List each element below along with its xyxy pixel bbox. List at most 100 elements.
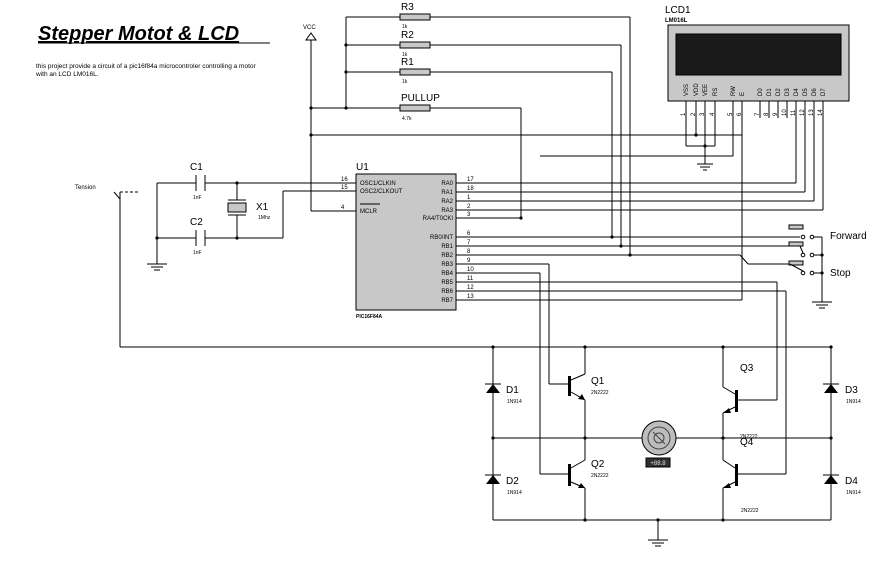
d1-ref: D1 — [506, 385, 519, 396]
mcu-pin-number: 8 — [467, 249, 471, 255]
junction-dot — [829, 436, 833, 440]
junction-dot — [583, 345, 587, 349]
mcu-pin-name: RB5 — [441, 280, 453, 286]
lcd-pin-number: 9 — [773, 112, 779, 116]
lcd-pin-label: D6 — [812, 88, 818, 96]
q2-collector-lead — [570, 459, 586, 469]
junction-dot — [235, 181, 239, 185]
q3-base-bar — [735, 390, 738, 412]
motor-readout-box — [645, 457, 671, 468]
tension-arrow — [113, 191, 121, 200]
transistor-q3: Q3 2N2222 — [722, 363, 758, 440]
backward-button[interactable] — [788, 241, 822, 258]
d1-part: 1N914 — [507, 399, 522, 405]
mcu-pin-number: 11 — [467, 276, 474, 282]
c2-value: 1nF — [193, 250, 202, 256]
transistor-q1: Q1 2N2222 — [566, 373, 609, 401]
c1-value: 1nF — [193, 195, 202, 201]
junction-dot — [820, 271, 824, 275]
lcd-pin-number: 6 — [737, 112, 743, 116]
schematic-title: Stepper Motot & LCD — [38, 23, 239, 45]
backward-contact — [800, 252, 806, 258]
junction-dot — [656, 518, 660, 522]
description-box: this project provide a circuit of a pic1… — [36, 63, 256, 78]
forward-contact — [809, 234, 815, 240]
lcd-pin-number: 2 — [691, 112, 697, 116]
lcd-pin-label: E — [740, 92, 746, 96]
junction-dot — [344, 70, 348, 74]
lcd-pin-number: 5 — [728, 112, 734, 116]
forward-contact — [800, 234, 806, 240]
lcd-pin-label: D2 — [776, 88, 782, 96]
q3-part: 2N2222 — [740, 434, 758, 440]
diode-d3: D3 1N914 — [823, 383, 861, 405]
resistor-r2: R2 1k — [399, 30, 431, 58]
lcd-pin-number: 8 — [764, 112, 770, 116]
lcd-pin-number: 7 — [755, 112, 761, 116]
q1-collector-lead — [570, 373, 586, 381]
q4-emitter-arrow-icon — [723, 483, 731, 488]
transistor-q2: Q2 2N2222 — [566, 459, 609, 489]
d1-diode-icon — [486, 384, 500, 393]
mcu-body — [355, 173, 457, 311]
lcd-module: LCD1 LM016L VSS1VDD2VEE3RS4RW5E6D07D18D2… — [665, 5, 850, 118]
lcd-pin-label: D1 — [767, 88, 773, 96]
backward-button-cap[interactable] — [788, 241, 804, 247]
capacitor-c2: C2 1nF — [190, 217, 206, 256]
mcu-pin-name: RB3 — [441, 262, 453, 268]
q2-part: 2N2222 — [591, 473, 609, 479]
junction-dot — [583, 518, 587, 522]
diode-d2: D2 1N914 — [485, 474, 522, 496]
q2-base-bar — [568, 464, 571, 486]
stepper-motor: +88.8 — [641, 420, 677, 468]
resistor-r3: R3 1k — [399, 2, 431, 30]
capacitor-c1: C1 1nF — [190, 162, 206, 201]
d2-diode-icon — [486, 475, 500, 484]
q3-ref: Q3 — [740, 363, 754, 374]
x1-ref: X1 — [256, 202, 269, 213]
junction-dot — [155, 236, 159, 240]
d2-part: 1N914 — [507, 490, 522, 496]
lcd-model: LM016L — [665, 18, 688, 24]
pullup-ref: PULLUP — [401, 93, 440, 104]
forward-button-cap[interactable] — [788, 224, 804, 230]
junction-dot — [703, 144, 707, 148]
junction-dot — [344, 43, 348, 47]
r2-value: 1k — [402, 52, 408, 58]
motor-readout: +88.8 — [650, 461, 666, 467]
stop-contact — [809, 270, 815, 276]
vcc-label: VCC — [303, 25, 316, 31]
mcu-pin-name: RA0 — [441, 181, 453, 187]
c1-ref: C1 — [190, 162, 203, 173]
q3-emitter-arrow-icon — [723, 408, 731, 413]
junction-dot — [829, 345, 833, 349]
lcd-pin-label: D4 — [794, 88, 800, 96]
tension-label: Tension — [75, 185, 96, 191]
mcu-pin-number: 3 — [467, 212, 471, 218]
junction-dot — [721, 436, 725, 440]
mcu-pin-name: MCLR — [360, 209, 378, 215]
stop-button-cap[interactable] — [788, 260, 804, 266]
q1-base-bar — [568, 376, 571, 396]
lcd-pin-number: 14 — [818, 109, 824, 116]
junction-dot — [583, 436, 587, 440]
d4-diode-icon — [824, 475, 838, 484]
junction-dot — [491, 345, 495, 349]
mcu-pin-number: 18 — [467, 186, 474, 192]
junction-dot — [519, 216, 523, 220]
mcu-pin-name: RB1 — [441, 244, 453, 250]
mcu-pin-number: 13 — [467, 294, 474, 300]
lcd-pin-number: 4 — [710, 112, 716, 116]
junction-dot — [491, 436, 495, 440]
mcu-pin-number: 16 — [341, 177, 348, 183]
rb2-bend — [739, 254, 749, 265]
backward-contact — [809, 252, 815, 258]
stop-button[interactable]: Stop — [788, 260, 851, 279]
forward-button[interactable]: Forward — [788, 224, 867, 242]
motor-rotor — [647, 426, 671, 450]
junction-dot — [694, 133, 698, 137]
resistor-r3-body — [399, 13, 431, 21]
mcu-pin-name: RA3 — [441, 208, 453, 214]
